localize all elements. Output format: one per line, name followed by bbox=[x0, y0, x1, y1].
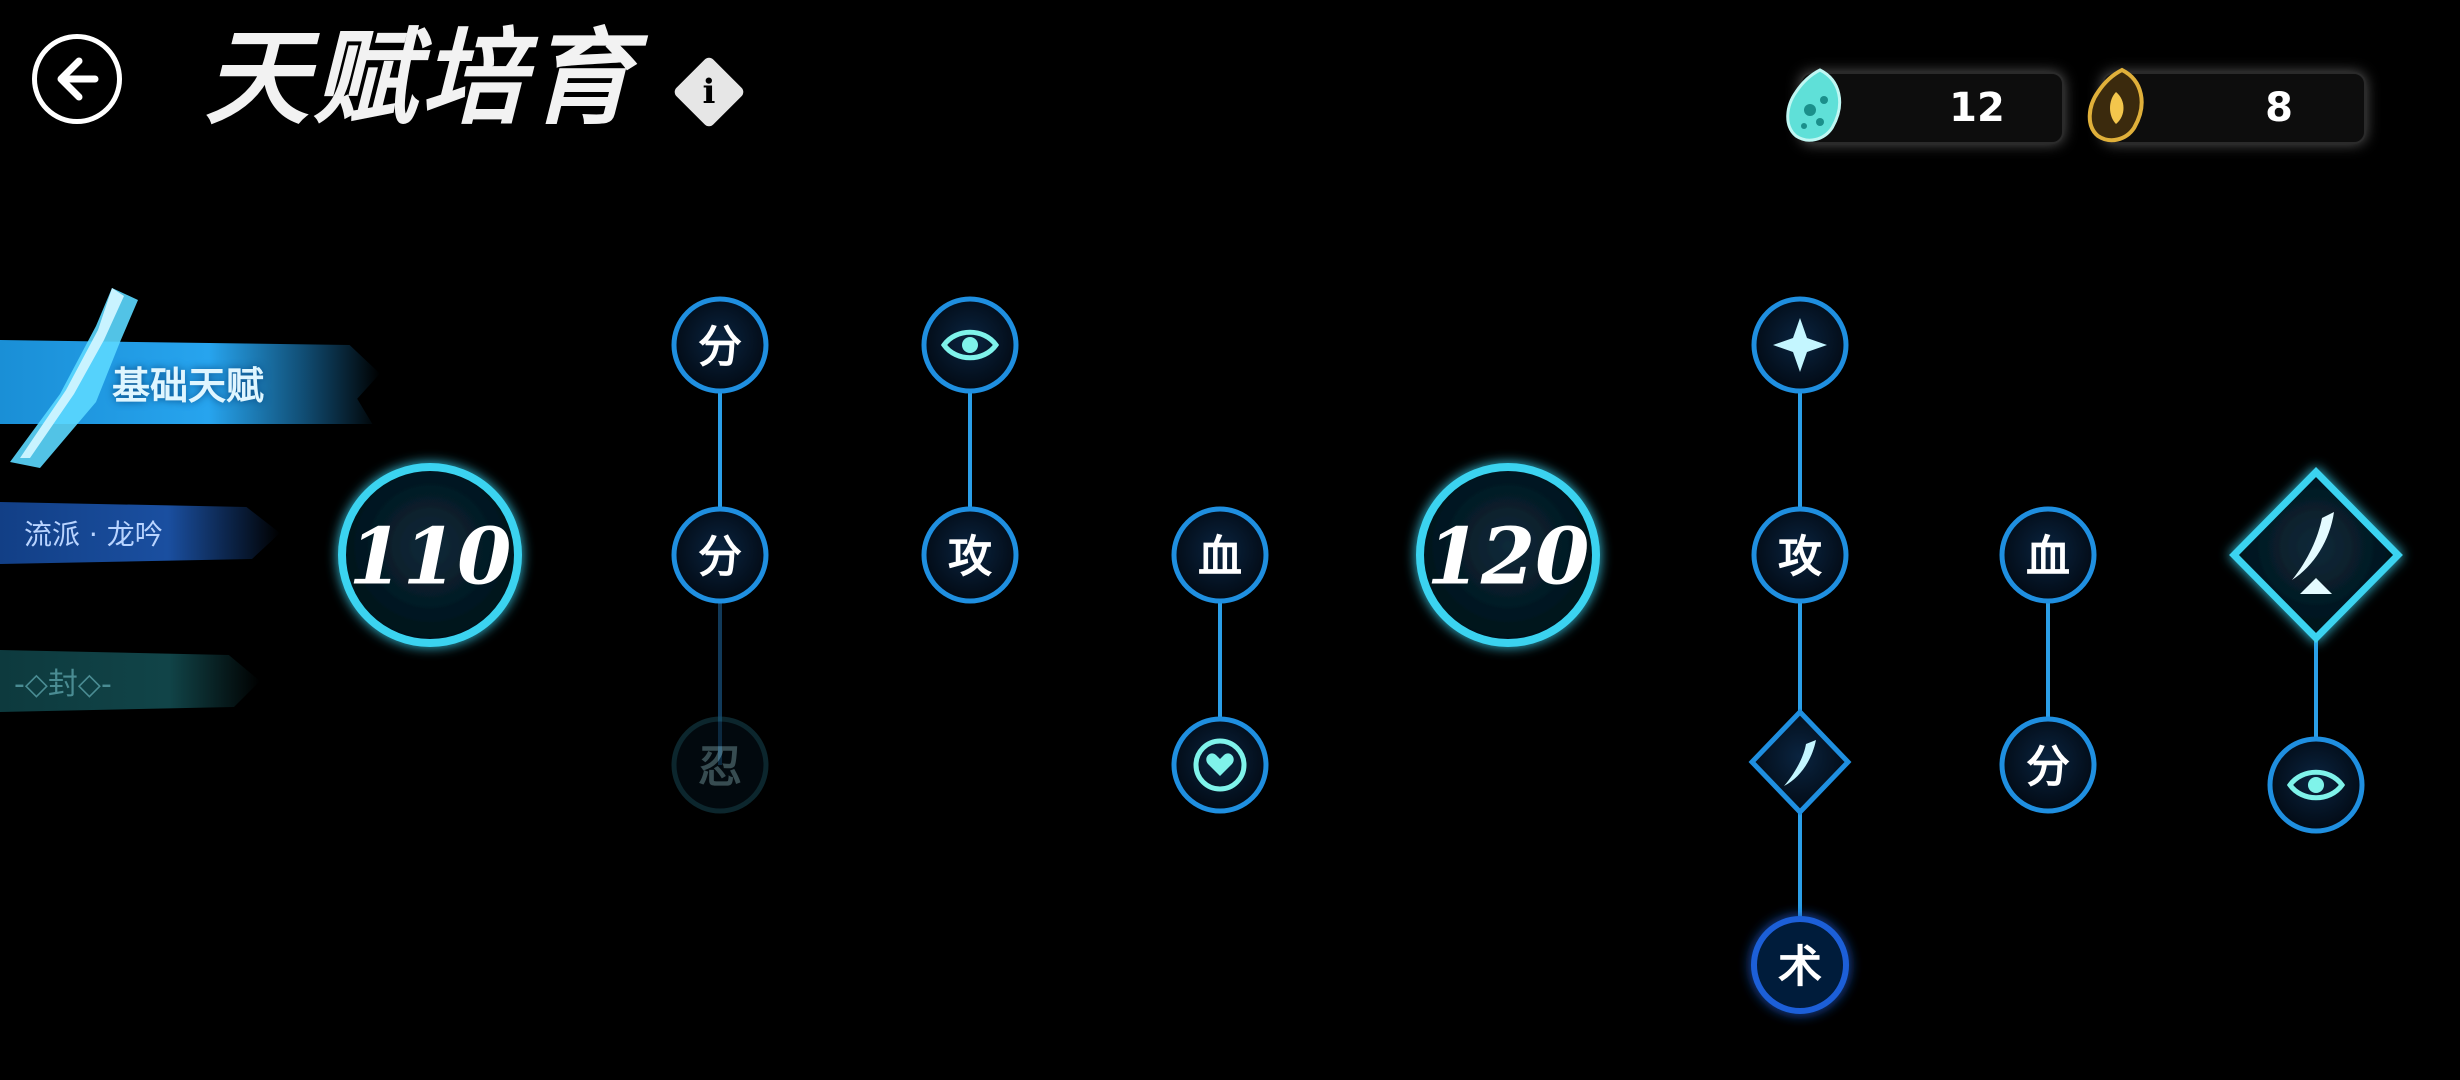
talent-node-star[interactable] bbox=[1751, 296, 1849, 394]
node-label: 忍 bbox=[698, 742, 742, 793]
cyan-gem-icon bbox=[1786, 68, 1842, 142]
talent-node-heart[interactable] bbox=[1171, 716, 1269, 814]
currency-gold-gem: 8 bbox=[2087, 67, 2366, 144]
node-label: 血 bbox=[2026, 532, 2070, 583]
talent-node-blade-diamond[interactable] bbox=[1748, 708, 1852, 816]
tab-label: -◇封◇- bbox=[14, 667, 112, 702]
tab-label: 流派 · 龙吟 bbox=[24, 518, 163, 551]
node-label: 分 bbox=[2026, 742, 2070, 793]
gold-gem-icon bbox=[2087, 67, 2144, 143]
milestone-110[interactable]: 110 bbox=[338, 463, 522, 647]
shuriken-icon bbox=[1773, 318, 1827, 372]
talent-node-shu[interactable]: 术 bbox=[1751, 916, 1849, 1014]
currency-cyan-gem: 12 bbox=[1786, 68, 2064, 144]
tab-sealed: -◇封◇- bbox=[0, 650, 260, 712]
page-title: 天赋培育 bbox=[205, 16, 638, 139]
milestone-120[interactable]: 120 bbox=[1416, 463, 1600, 647]
eye-icon bbox=[2286, 769, 2346, 801]
node-label: 分 bbox=[698, 322, 742, 373]
talent-node-xue[interactable]: 血 bbox=[1171, 506, 1269, 604]
talent-node-fen-2[interactable]: 分 bbox=[1999, 716, 2097, 814]
currency-amount: 8 bbox=[2265, 85, 2293, 131]
branch-lines bbox=[718, 345, 2318, 965]
talent-node-fen-top[interactable]: 分 bbox=[671, 296, 769, 394]
heart-icon bbox=[1193, 738, 1247, 792]
talent-node-ultimate[interactable] bbox=[2229, 467, 2403, 643]
node-label: 攻 bbox=[1778, 532, 1822, 583]
tab-school-dragon[interactable]: 流派 · 龙吟 bbox=[0, 502, 280, 564]
node-label: 血 bbox=[1198, 532, 1242, 583]
talent-node-fen[interactable]: 分 bbox=[671, 506, 769, 604]
blade-icon bbox=[1784, 740, 1816, 786]
talent-node-gong[interactable]: 攻 bbox=[921, 506, 1019, 604]
back-button[interactable] bbox=[32, 34, 122, 124]
currency-amount: 12 bbox=[1949, 85, 2005, 131]
talent-node-eye[interactable] bbox=[921, 296, 1019, 394]
blade-icon bbox=[10, 288, 138, 468]
tab-label: 基础天赋 bbox=[112, 363, 265, 408]
arrow-left-icon bbox=[57, 57, 99, 101]
talent-node-ren-locked[interactable]: 忍 bbox=[671, 716, 769, 814]
blade-upgrade-icon bbox=[2292, 512, 2334, 594]
node-label: 分 bbox=[698, 532, 742, 583]
node-label: 术 bbox=[1778, 942, 1822, 993]
node-label: 攻 bbox=[948, 532, 992, 583]
milestone-label: 110 bbox=[349, 512, 512, 603]
talent-node-gong-2[interactable]: 攻 bbox=[1751, 506, 1849, 604]
eye-icon bbox=[940, 329, 1000, 361]
talent-node-eye-2[interactable] bbox=[2267, 736, 2365, 834]
milestone-label: 120 bbox=[1427, 512, 1590, 603]
talent-node-xue-2[interactable]: 血 bbox=[1999, 506, 2097, 604]
